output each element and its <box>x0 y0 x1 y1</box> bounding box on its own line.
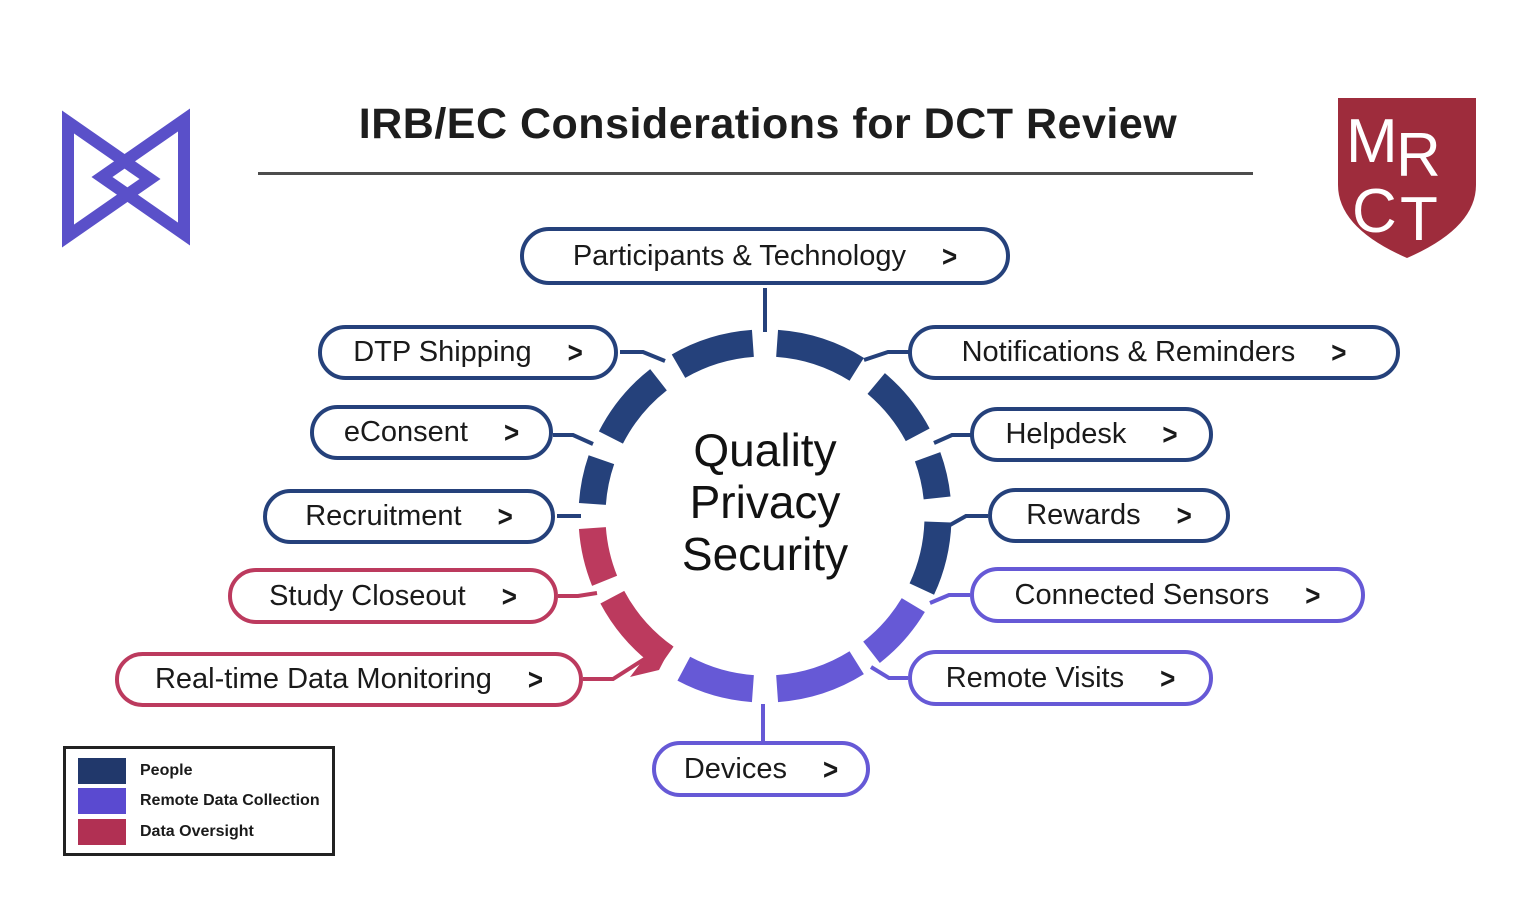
node-label: Real-time Data Monitoring <box>154 663 492 695</box>
chevron-right-icon: > <box>1162 416 1178 452</box>
legend-box: People Remote Data Collection Data Overs… <box>63 746 335 856</box>
node-label: Participants & Technology <box>572 239 906 272</box>
node-label: Connected Sensors <box>1014 578 1270 611</box>
chevron-right-icon: > <box>1331 334 1347 370</box>
mrct-letter-c: C <box>1352 177 1397 246</box>
center-line-privacy: Privacy <box>689 475 841 528</box>
title-underline <box>258 172 1253 175</box>
node-notifications-reminders[interactable]: Notifications & Reminders > <box>908 325 1400 380</box>
center-line-quality: Quality <box>693 424 837 476</box>
node-label: Remote Visits <box>945 661 1125 694</box>
chevron-right-icon: > <box>1176 497 1192 533</box>
chevron-right-icon: > <box>567 334 583 370</box>
node-label: eConsent <box>343 416 468 448</box>
legend-label: Remote Data Collection <box>140 792 320 809</box>
mrct-letter-t: T <box>1400 185 1438 254</box>
medable-logo-icon <box>62 108 190 248</box>
node-connectors <box>553 288 988 742</box>
chevron-right-icon: > <box>1160 660 1176 695</box>
realtime-arrow-wedge <box>630 645 672 677</box>
node-rewards[interactable]: Rewards > <box>988 488 1230 543</box>
page-title: IRB/EC Considerations for DCT Review <box>358 100 1178 148</box>
legend-item-data-oversight: Data Oversight <box>66 818 332 845</box>
node-dtp-shipping[interactable]: DTP Shipping > <box>318 325 618 380</box>
chevron-right-icon: > <box>527 661 544 697</box>
legend-item-remote-data-collection: Remote Data Collection <box>66 788 332 814</box>
node-label: Notifications & Reminders <box>961 336 1296 368</box>
node-real-time-data-monitoring[interactable]: Real-time Data Monitoring > <box>115 652 583 707</box>
legend-item-people: People <box>66 757 332 784</box>
legend-label: Data Oversight <box>140 822 254 840</box>
node-participants-technology[interactable]: Participants & Technology > <box>520 227 1010 285</box>
mrct-letter-r: R <box>1396 121 1441 190</box>
node-devices[interactable]: Devices > <box>652 741 870 797</box>
chevron-right-icon: > <box>503 414 520 450</box>
chevron-right-icon: > <box>501 578 517 613</box>
node-helpdesk[interactable]: Helpdesk > <box>970 407 1213 462</box>
ring-center-text: Quality Privacy Security <box>600 424 930 581</box>
node-label: Rewards <box>1026 499 1141 531</box>
ring-segments <box>578 329 952 703</box>
node-study-closeout[interactable]: Study Closeout > <box>228 568 558 624</box>
node-label: Devices <box>683 752 787 785</box>
node-connected-sensors[interactable]: Connected Sensors > <box>970 567 1365 623</box>
node-label: DTP Shipping <box>353 336 532 368</box>
node-label: Helpdesk <box>1005 418 1127 450</box>
chevron-right-icon: > <box>822 751 839 786</box>
chevron-right-icon: > <box>1305 577 1321 612</box>
node-label: Recruitment <box>305 500 462 532</box>
legend-label: People <box>140 761 193 779</box>
chevron-right-icon: > <box>941 238 958 273</box>
remote-data-collection-color-swatch <box>78 788 126 814</box>
node-recruitment[interactable]: Recruitment > <box>263 489 555 544</box>
node-econsent[interactable]: eConsent > <box>310 405 553 460</box>
people-color-swatch <box>78 757 126 784</box>
center-line-security: Security <box>681 527 849 580</box>
chevron-right-icon: > <box>497 498 513 534</box>
mrct-letter-m: M <box>1346 107 1398 176</box>
node-remote-visits[interactable]: Remote Visits > <box>908 650 1213 706</box>
node-label: Study Closeout <box>269 579 466 612</box>
data-oversight-color-swatch <box>78 818 126 845</box>
mrct-logo-icon: M R C T <box>1338 98 1476 258</box>
